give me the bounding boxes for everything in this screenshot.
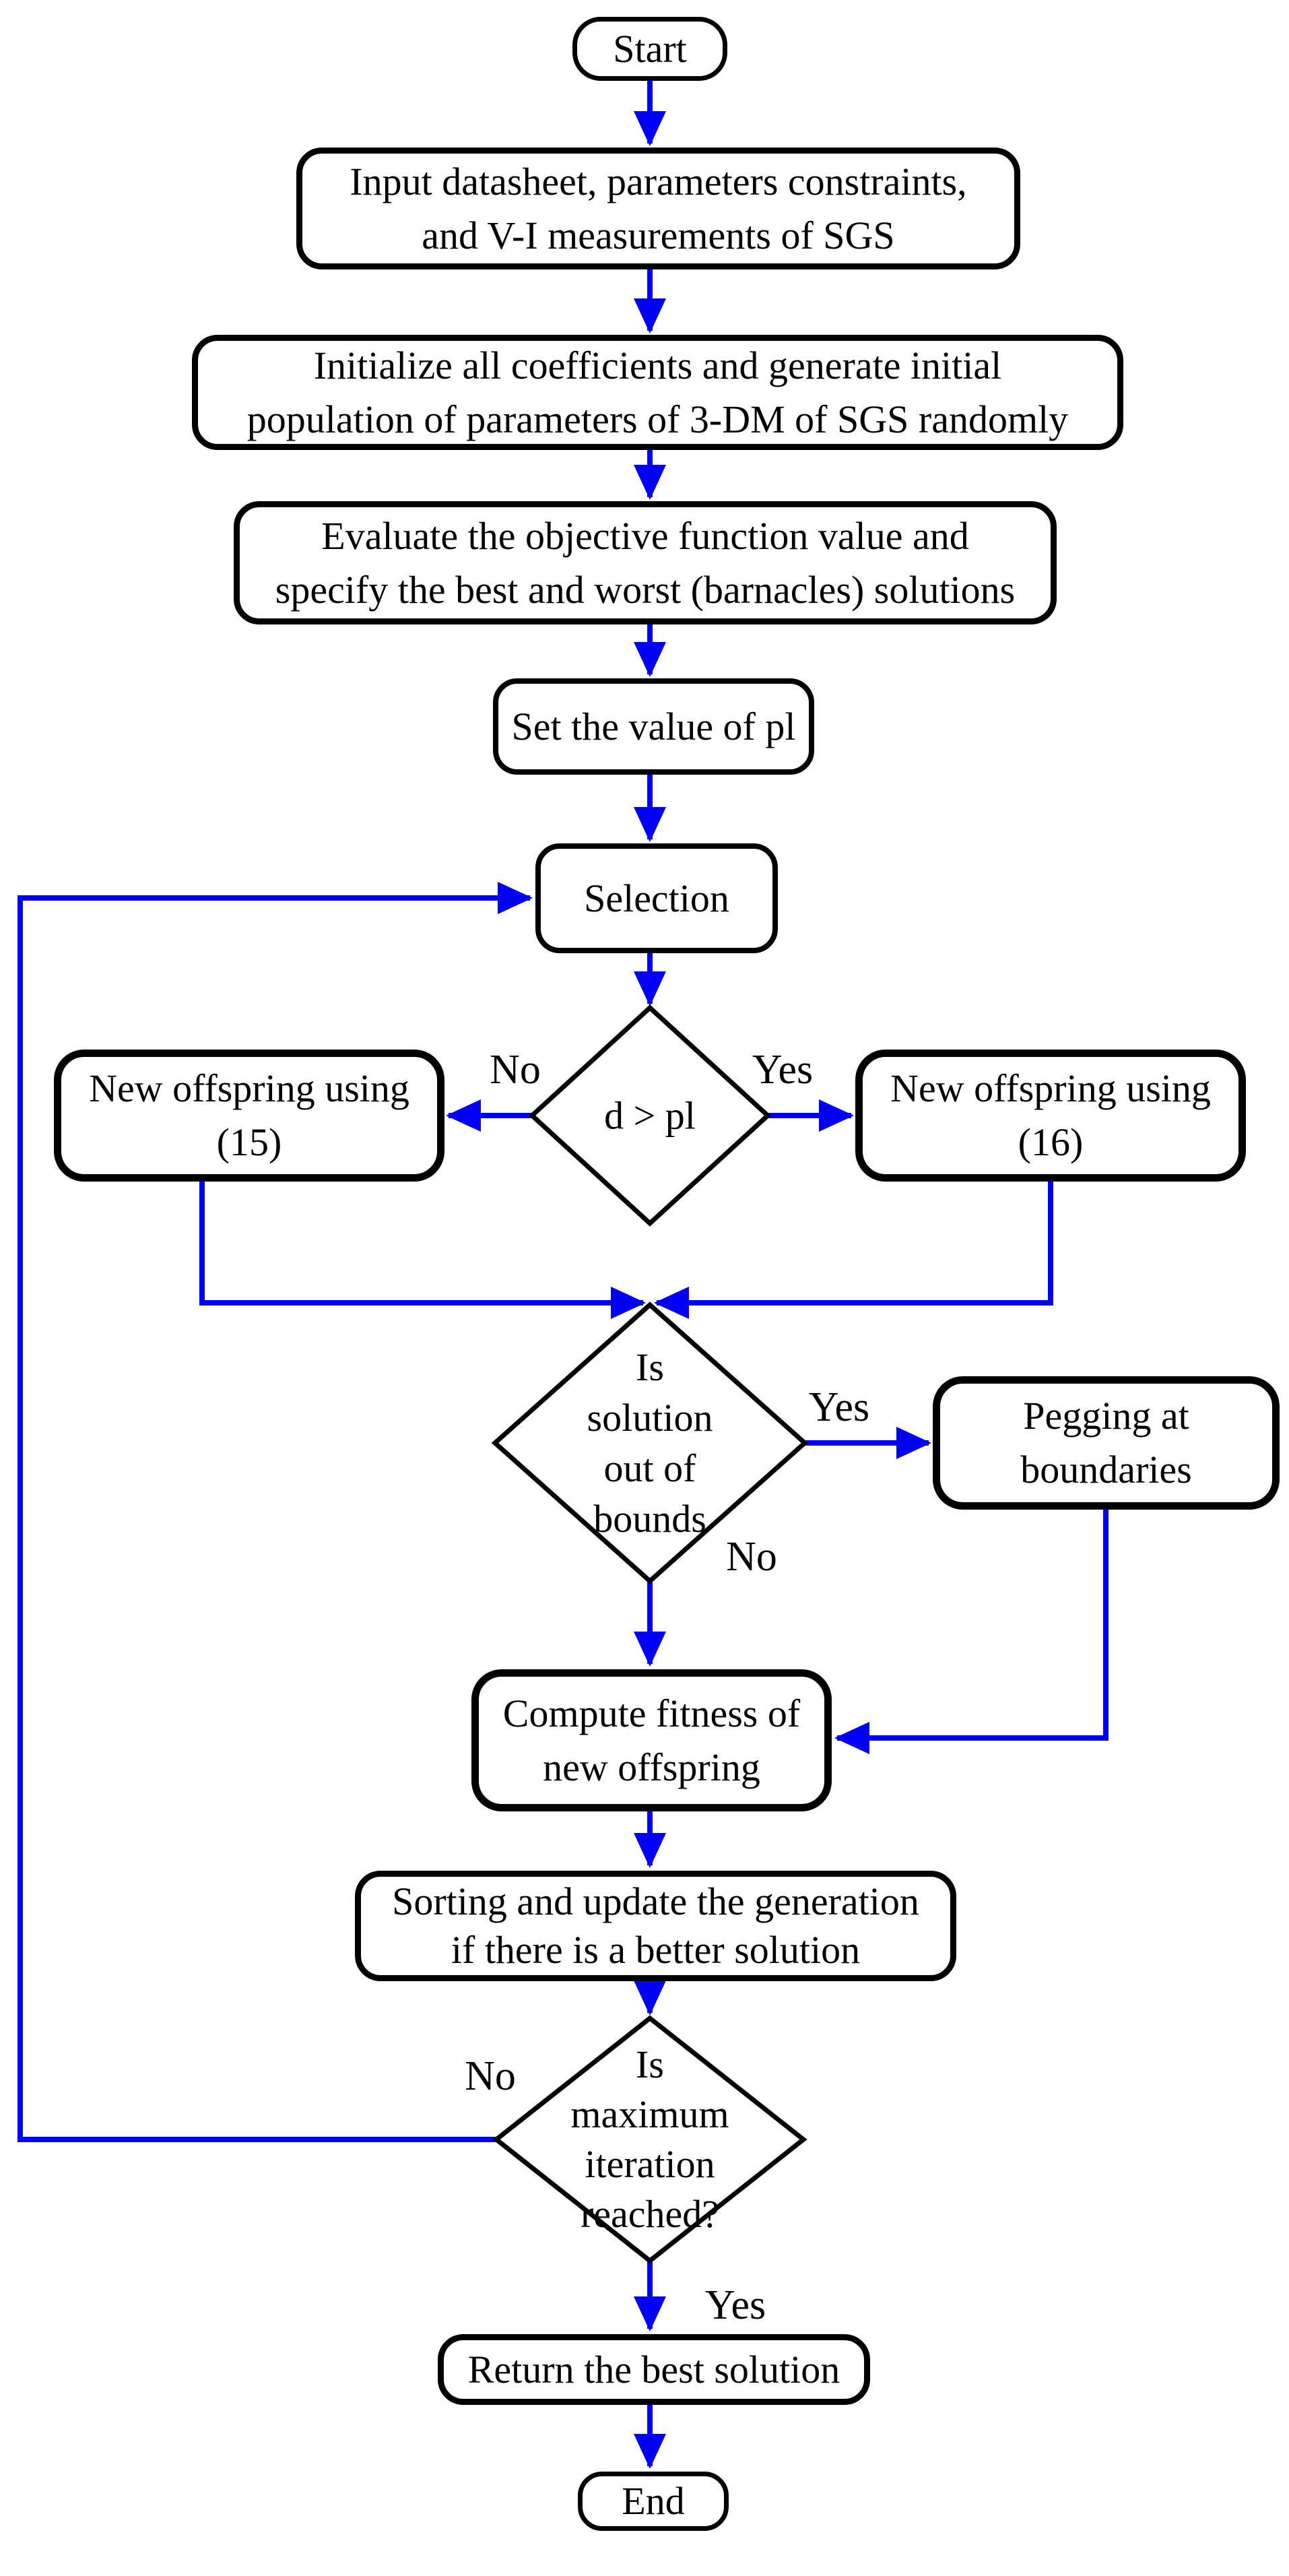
d-pl-yes-label: Yes [752,1047,814,1093]
end-terminator: End [578,2472,729,2531]
d-gt-pl-decision-label: d > pl [604,1093,696,1138]
d-gt-pl-decision-shape [528,1004,772,1227]
arrow-pegging-to-compute [834,1510,1109,1754]
out-of-bounds-decision-label: Is solution out of bounds [587,1345,713,1541]
compute-fitness-process: Compute fitness of new offspring [471,1669,832,1811]
max-iteration-decision-label: Is maximum iteration reached? [570,2042,729,2236]
arrow-offspring16-to-merge [654,1182,1053,1319]
set-pl-process: Set the value of pl [493,678,814,775]
offspring-eq15-process: New offspring using (15) [54,1050,444,1182]
arrow-offspring15-to-merge [199,1182,646,1319]
evaluate-objective-process: Evaluate the objective function value an… [234,501,1057,624]
initialize-population-process: Initialize all coefficients and generate… [192,335,1123,450]
offspring-eq16-process: New offspring using (16) [855,1050,1246,1182]
sorting-update-process: Sorting and update the generation if the… [355,1871,956,1981]
out-of-bounds-decision-shape [491,1301,809,1584]
iteration-yes-label: Yes [704,2282,766,2328]
bounds-yes-label: Yes [808,1384,870,1430]
return-best-process: Return the best solution [438,2334,870,2405]
arrow-iteration-no-loop-to-selection [18,882,533,2142]
iteration-no-label: No [465,2053,516,2099]
pegging-boundaries-process: Pegging at boundaries [933,1376,1280,1510]
input-data-process: Input datasheet, parameters constraints,… [296,148,1020,269]
bounds-no-label: No [726,1534,777,1580]
d-pl-no-label: No [490,1047,541,1093]
selection-process: Selection [535,843,778,953]
max-iteration-decision-shape [492,2015,807,2264]
start-terminator: Start [572,17,727,81]
